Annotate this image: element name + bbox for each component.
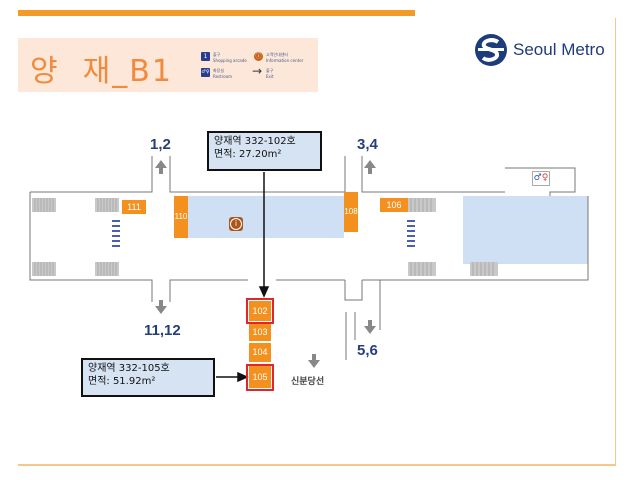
callout-105-area: 면적: 51.92m² [88, 376, 156, 387]
callout-shop-105: 양재역 332-105호 면적: 51.92m² [81, 358, 215, 397]
line-down-arrow [308, 354, 320, 368]
exit-number-icon: 1 [201, 52, 210, 61]
callout-shop-102: 양재역 332-102호 면적: 27.20m² [207, 131, 322, 171]
top-accent-bar [18, 10, 415, 16]
logo-text: Seoul Metro [513, 40, 605, 59]
exit-label-3-4: 3,4 [357, 136, 378, 153]
info-center-icon: i [229, 217, 243, 231]
shop-104: 104 [249, 343, 271, 362]
restroom-icon: ♂♀ [201, 68, 210, 77]
callout-102-area: 면적: 27.20m² [214, 149, 282, 160]
exit-label-11-12: 11,12 [144, 322, 181, 339]
exit-down-arrow [364, 320, 376, 334]
shop-105: 105 [249, 366, 271, 388]
east-concourse-area [463, 196, 588, 264]
title-box [18, 38, 318, 92]
station-name: 양 재 [30, 54, 113, 89]
station-title: 양 재_B1 [30, 46, 173, 90]
callout-102-title: 양재역 332-102호 [214, 136, 296, 147]
highlight-shop-102 [246, 298, 274, 324]
info-icon: ⓘ [254, 52, 263, 61]
shop-102: 102 [249, 301, 271, 321]
shop-103: 103 [249, 323, 271, 341]
exit-up-arrow [155, 160, 167, 174]
exit-up-arrow [364, 160, 376, 174]
shop-110: 110 [174, 196, 188, 238]
shinbundang-line-label: 신분당선 [291, 377, 325, 387]
exit-arrow-icon: → [252, 64, 263, 78]
slide-frame [18, 18, 616, 466]
shop-108: 108 [344, 192, 358, 232]
exit-label-5-6: 5,6 [357, 342, 378, 359]
exit-label-1-2: 1,2 [150, 136, 171, 153]
seoul-metro-logo-icon [475, 34, 507, 66]
restroom-icon: ♂♀ [532, 171, 550, 186]
concourse-area [188, 196, 344, 238]
station-level: _B1 [112, 54, 173, 89]
shop-106: 106 [380, 198, 408, 212]
highlight-shop-105 [246, 364, 274, 391]
callout-105-title: 양재역 332-105호 [88, 363, 170, 374]
shop-111: 111 [122, 200, 146, 214]
exit-down-arrow [155, 300, 167, 314]
